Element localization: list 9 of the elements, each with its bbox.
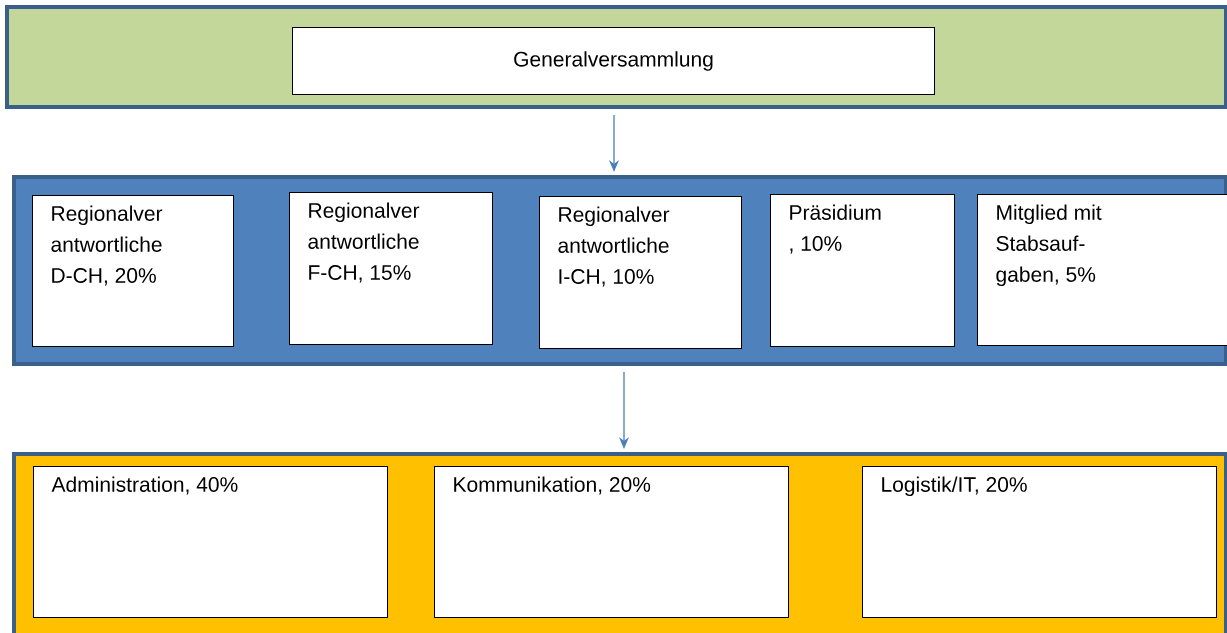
text-box: Mitglied mit Stabsauf- gaben, 5% xyxy=(977,194,1227,346)
text-box: Regionalver antwortliche D-CH, 20% xyxy=(32,195,234,347)
text-box: Generalversammlung xyxy=(292,27,935,95)
text-box: Kommunikation, 20% xyxy=(434,466,789,618)
text-box: Regionalver antwortliche F-CH, 15% xyxy=(289,192,493,345)
text-box: Administration, 40% xyxy=(33,466,388,618)
text-box: Präsidium , 10% xyxy=(770,194,955,347)
text-box: Logistik/IT, 20% xyxy=(862,466,1217,618)
text-box: Regionalver antwortliche I-CH, 10% xyxy=(539,196,742,349)
